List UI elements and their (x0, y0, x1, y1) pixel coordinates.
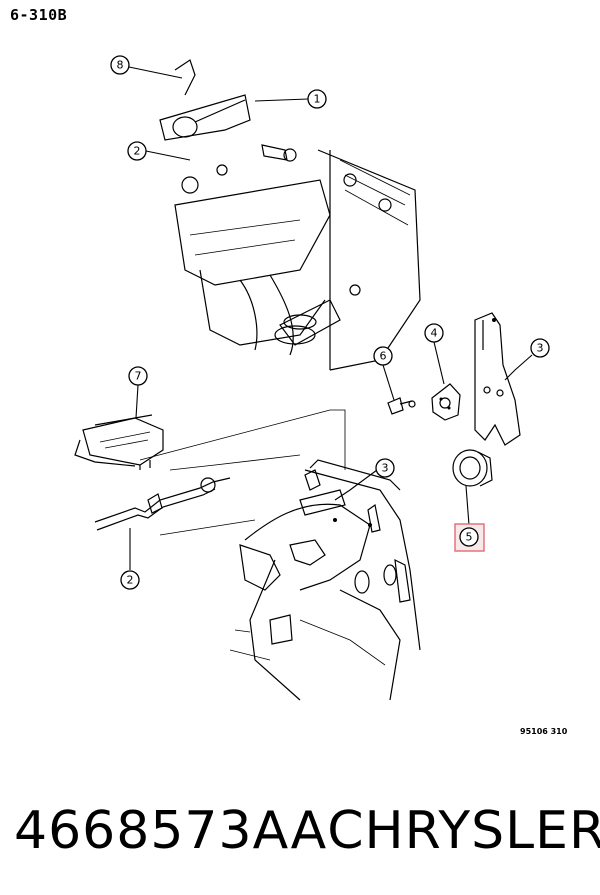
svg-text:7: 7 (135, 370, 142, 383)
pedal-bracket-assembly (159, 59, 421, 371)
brand-name: CHRYSLER (327, 801, 600, 861)
svg-text:5: 5 (466, 531, 473, 544)
reference-code: 95106 310 (520, 727, 568, 736)
cylinder-bracket-part (74, 414, 164, 470)
callout-2-upper: 2 (127, 141, 147, 161)
callout-1: 1 (307, 89, 327, 109)
part-number: 4668573AA (14, 801, 328, 861)
release-bearing-part (452, 449, 493, 487)
svg-text:2: 2 (127, 574, 134, 587)
bearing-retainer-part (431, 383, 461, 421)
callout-5-highlighted: 5 (454, 523, 485, 552)
leader-lines (128, 66, 533, 570)
svg-text:1: 1 (314, 93, 321, 106)
hydraulic-line (94, 409, 346, 536)
callout-3-installed: 3 (375, 458, 395, 478)
bolt-part (387, 397, 416, 415)
release-fork-part (474, 312, 521, 446)
callout-2-lower: 2 (120, 570, 140, 590)
callout-3-fork: 3 (530, 338, 550, 358)
callout-6: 6 (373, 346, 393, 366)
svg-text:8: 8 (117, 59, 124, 72)
callout-7: 7 (128, 366, 148, 386)
svg-text:4: 4 (431, 327, 438, 340)
svg-text:6: 6 (380, 350, 387, 363)
exploded-parts-diagram: 8 1 2 4 3 6 7 3 5 2 (74, 55, 550, 701)
svg-text:3: 3 (537, 342, 544, 355)
page-code: 6-310B (10, 6, 68, 24)
part-caption: 4668573AA CHRYSLER (0, 786, 600, 876)
callout-8: 8 (110, 55, 130, 75)
transmission-housing (229, 459, 421, 701)
svg-text:3: 3 (382, 462, 389, 475)
svg-text:2: 2 (134, 145, 141, 158)
callout-4: 4 (424, 323, 444, 343)
